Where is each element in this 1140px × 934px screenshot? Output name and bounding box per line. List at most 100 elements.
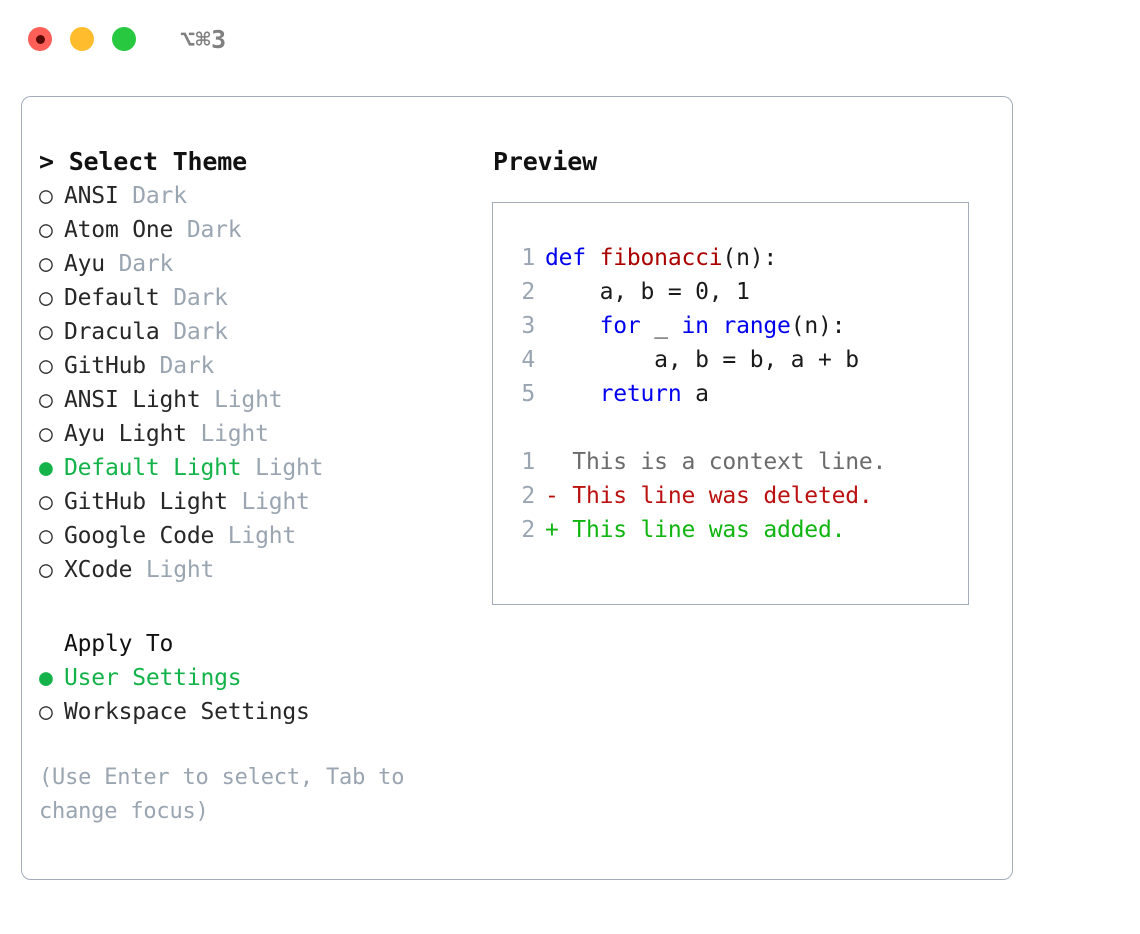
minimize-button[interactable] xyxy=(70,27,94,51)
apply-to-option-user-settings[interactable]: ● User Settings xyxy=(39,661,492,695)
theme-variant-badge: Light xyxy=(255,455,324,481)
theme-option-github-light[interactable]: ○ GitHub Light Light xyxy=(39,485,492,519)
close-button[interactable] xyxy=(28,27,52,51)
token-plain: (n): xyxy=(722,245,778,271)
theme-label: GitHub Light xyxy=(64,489,228,515)
section-spacer xyxy=(39,587,492,627)
radio-icon: ○ xyxy=(39,251,53,277)
select-theme-header: > Select Theme xyxy=(39,147,247,176)
maximize-button[interactable] xyxy=(112,27,136,51)
theme-label: Google Code xyxy=(64,523,215,549)
code-line: 2 a, b = 0, 1 xyxy=(493,275,968,309)
theme-selector-panel: > Select Theme ○ ANSI Dark ○ Atom One Da… xyxy=(22,97,492,879)
theme-label: ANSI xyxy=(64,183,119,209)
theme-variant-badge: Light xyxy=(145,557,215,583)
radio-icon: ○ xyxy=(39,183,53,209)
code-diff-spacer xyxy=(493,411,968,445)
line-number: 2 xyxy=(521,517,535,543)
theme-variant-badge: Dark xyxy=(173,319,228,345)
window-columns: > Select Theme ○ ANSI Dark ○ Atom One Da… xyxy=(22,97,1012,879)
theme-label: XCode xyxy=(64,557,133,583)
theme-option-ansi[interactable]: ○ ANSI Dark xyxy=(39,179,492,213)
theme-option-github[interactable]: ○ GitHub Dark xyxy=(39,349,492,383)
theme-option-default-light[interactable]: ● Default Light Light xyxy=(39,451,492,485)
theme-option-google-code[interactable]: ○ Google Code Light xyxy=(39,519,492,553)
token-plain: a, b = 0, 1 xyxy=(545,279,750,305)
main-window-frame: > Select Theme ○ ANSI Dark ○ Atom One Da… xyxy=(21,96,1013,880)
token-plain: a xyxy=(681,381,709,407)
theme-option-ansi-light[interactable]: ○ ANSI Light Light xyxy=(39,383,492,417)
diff-content: This is a context line. xyxy=(545,449,887,475)
token-plain xyxy=(545,381,600,407)
radio-icon: ○ xyxy=(39,319,53,345)
diff-line-added: 2 + This line was added. xyxy=(493,513,968,547)
radio-selected-icon: ● xyxy=(39,455,53,481)
radio-icon: ○ xyxy=(39,387,53,413)
theme-variant-badge: Dark xyxy=(118,251,174,277)
theme-variant-badge: Dark xyxy=(173,285,228,311)
diff-line-deleted: 2 - This line was deleted. xyxy=(493,479,968,513)
token-function: fibonacci xyxy=(599,245,723,271)
code-content: for _ in range(n): xyxy=(545,309,846,343)
diff-block: 1 This is a context line. 2 - This line … xyxy=(493,445,968,547)
line-number: 5 xyxy=(521,381,535,407)
token-keyword: return xyxy=(599,381,682,407)
code-content: return a xyxy=(545,377,709,411)
token-plain: _ xyxy=(640,313,682,339)
title-bar: ⌥⌘3 xyxy=(0,0,1140,78)
theme-label: Default Light xyxy=(64,455,242,481)
theme-option-ayu[interactable]: ○ Ayu Dark xyxy=(39,247,492,281)
apply-to-list: ● User Settings ○ Workspace Settings xyxy=(39,661,492,729)
theme-variant-badge: Light xyxy=(241,489,310,515)
token-plain: (n): xyxy=(790,313,846,339)
theme-option-xcode[interactable]: ○ XCode Light xyxy=(39,553,492,587)
theme-option-dracula[interactable]: ○ Dracula Dark xyxy=(39,315,492,349)
radio-icon: ○ xyxy=(39,285,53,311)
window-controls xyxy=(28,27,136,51)
theme-label: Dracula xyxy=(64,319,160,345)
token-plain xyxy=(545,313,600,339)
token-keyword: in xyxy=(681,313,709,339)
theme-option-ayu-light[interactable]: ○ Ayu Light Light xyxy=(39,417,492,451)
diff-content: - This line was deleted. xyxy=(545,483,873,509)
radio-icon: ○ xyxy=(39,353,53,379)
theme-option-atom-one[interactable]: ○ Atom One Dark xyxy=(39,213,492,247)
keyboard-hint-text: (Use Enter to select, Tab to change focu… xyxy=(39,765,405,824)
token-keyword: for xyxy=(599,313,641,339)
theme-variant-badge: Light xyxy=(200,421,269,447)
theme-label: Atom One xyxy=(64,217,174,243)
radio-icon: ○ xyxy=(39,421,53,447)
token-keyword: def xyxy=(545,245,600,271)
radio-icon: ○ xyxy=(39,557,53,583)
code-line: 3 for _ in range(n): xyxy=(493,309,968,343)
diff-content: + This line was added. xyxy=(545,517,846,543)
theme-label: Ayu Light xyxy=(64,421,187,447)
theme-option-default[interactable]: ○ Default Dark xyxy=(39,281,492,315)
token-plain xyxy=(709,313,723,339)
code-line: 5 return a xyxy=(493,377,968,411)
token-plain: a, b = b, a + b xyxy=(545,347,859,373)
code-line: 4 a, b = b, a + b xyxy=(493,343,968,377)
apply-to-option-workspace-settings[interactable]: ○ Workspace Settings xyxy=(39,695,492,729)
theme-list: ○ ANSI Dark ○ Atom One Dark ○ Ayu Dark xyxy=(39,179,492,587)
preview-panel: Preview 1 def fibonacci(n): 2 a, b = 0, … xyxy=(492,97,1012,879)
theme-label: Default xyxy=(64,285,160,311)
line-number: 1 xyxy=(521,245,535,271)
radio-selected-icon: ● xyxy=(39,665,53,691)
line-number: 1 xyxy=(521,449,535,475)
theme-label: Ayu xyxy=(64,251,105,277)
radio-icon: ○ xyxy=(39,699,53,725)
apply-to-label: Workspace Settings xyxy=(64,699,310,725)
code-block: 1 def fibonacci(n): 2 a, b = 0, 1 3 for … xyxy=(493,241,968,411)
radio-icon: ○ xyxy=(39,489,53,515)
theme-label: ANSI Light xyxy=(64,387,201,413)
theme-variant-badge: Dark xyxy=(159,353,215,379)
recording-dot-icon xyxy=(35,34,45,44)
theme-variant-badge: Dark xyxy=(186,217,242,243)
theme-variant-badge: Dark xyxy=(132,183,187,209)
theme-label: GitHub xyxy=(64,353,146,379)
theme-variant-badge: Light xyxy=(214,387,283,413)
window-title-shortcut: ⌥⌘3 xyxy=(180,24,227,54)
theme-variant-badge: Light xyxy=(227,523,297,549)
